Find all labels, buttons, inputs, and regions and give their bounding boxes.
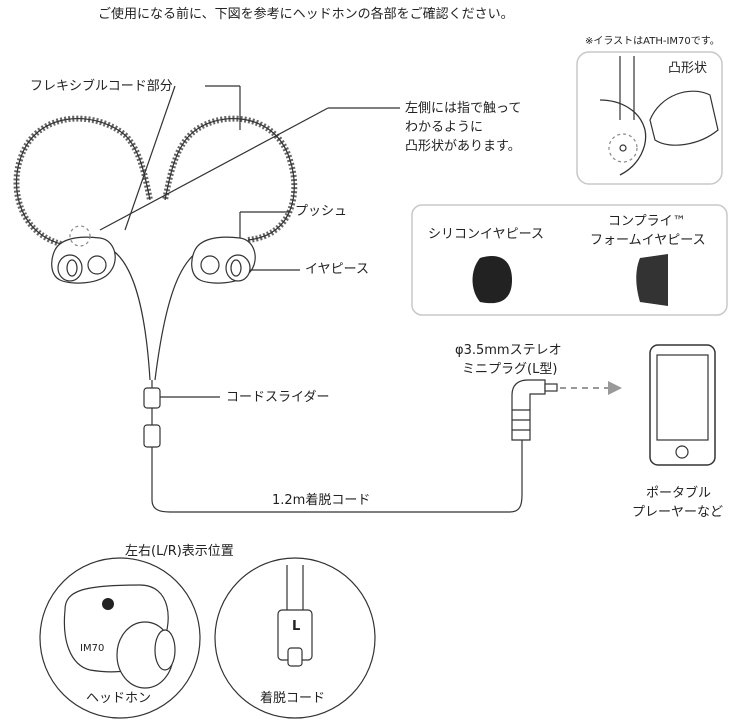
cord-slider [143, 387, 161, 409]
push-label: プッシュ [295, 204, 348, 219]
player-label-2: プレーヤーなど [632, 505, 724, 520]
model-mark: IM70 [80, 643, 105, 654]
intro-text: ご使用になる前に、下図を参考にヘッドホンの各部をご確認ください。 [98, 7, 514, 22]
silicone-eartip-label: シリコンイヤピース [428, 227, 544, 242]
comply-label-2: フォームイヤピース [590, 233, 706, 248]
flexible-cord-label: フレキシブルコード部分 [30, 79, 173, 94]
silicone-eartip [472, 256, 512, 304]
l-mark: L [292, 619, 301, 634]
comply-label-1: コンプライ™ [608, 214, 686, 229]
plug-label-2: ミニプラグ(L型) [462, 362, 558, 377]
player-label-1: ポータブル [646, 486, 712, 501]
headphone-label: ヘッドホン [86, 691, 152, 706]
right-earpiece [191, 236, 256, 284]
left-earpiece [51, 225, 116, 284]
detach-cord-label: 着脱コード [260, 691, 326, 706]
left-notch-label-2: わかるように [405, 120, 484, 135]
cord-slider-label: コードスライダー [226, 390, 330, 405]
closeup-box [576, 51, 723, 185]
cord-connector [143, 424, 161, 448]
cord-label: 1.2m着脱コード [272, 493, 371, 508]
left-notch-label-1: 左側には指で触って [405, 101, 522, 116]
bump-label: 凸形状 [668, 61, 708, 76]
eartips-label: イヤピース [305, 262, 369, 277]
illustration-note: ※イラストはATH-IM70です。 [585, 36, 720, 47]
lr-position-label: 左右(L/R)表示位置 [125, 544, 234, 559]
plug-label-1: φ3.5mmステレオ [455, 343, 562, 358]
foam-eartip [636, 254, 668, 306]
left-notch-label-3: 凸形状があります。 [405, 139, 521, 154]
